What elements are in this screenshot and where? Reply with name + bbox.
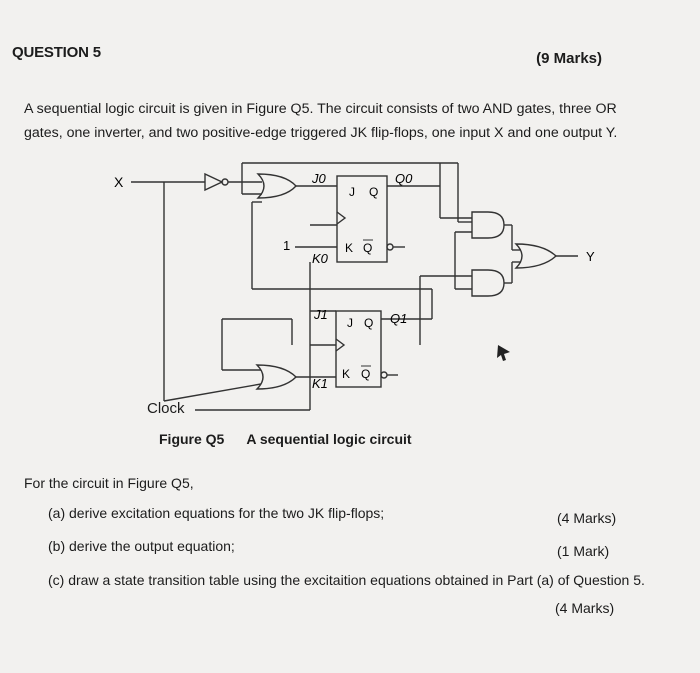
figure-number: Figure Q5 (159, 431, 225, 447)
k1-label: K1 (312, 376, 328, 391)
const-one-label: 1 (283, 238, 290, 253)
inverter-gate (204, 172, 224, 192)
ff0-pin-k: K (345, 241, 353, 255)
task-b-text: (b) derive the output equation; (48, 538, 235, 554)
task-c-marks: (4 Marks) (555, 600, 615, 616)
ff1-pin-k: K (342, 367, 350, 381)
jk-flipflop-0 (336, 175, 388, 263)
or-gate-k1 (255, 364, 297, 390)
task-a-marks: (4 Marks) (557, 510, 617, 526)
q0-label: Q0 (395, 171, 413, 186)
task-b-marks: (1 Mark) (557, 543, 610, 559)
tasks-lead: For the circuit in Figure Q5, (24, 475, 194, 491)
ff0-pin-q: Q (369, 185, 378, 199)
and-gate-top (471, 211, 505, 239)
total-marks: (9 Marks) (536, 50, 602, 67)
figure-caption: Figure Q5 A sequential logic circuit (159, 431, 412, 447)
ff0-pin-j: J (349, 185, 355, 199)
mouse-cursor-icon (497, 345, 510, 361)
ff1-pin-q: Q (364, 316, 373, 330)
task-c-text: (c) draw a state transition table using … (48, 572, 645, 588)
output-y-label: Y (586, 249, 595, 264)
ff0-pin-qbar: Q (363, 241, 372, 255)
intro-line-2: gates, one inverter, and two positive-ed… (24, 125, 618, 141)
question-intro: A sequential logic circuit is given in F… (24, 97, 684, 145)
ff1-pin-j: J (347, 316, 353, 330)
input-x-label: X (114, 174, 124, 190)
or-gate-j0 (256, 173, 297, 199)
k0-label: K0 (312, 251, 329, 266)
or-gate-output (514, 243, 558, 269)
question-title: QUESTION 5 (12, 44, 101, 61)
q1-label: Q1 (390, 311, 407, 326)
ff1-pin-qbar: Q (361, 367, 370, 381)
intro-line-1: A sequential logic circuit is given in F… (24, 101, 617, 117)
jk-flipflop-1 (335, 310, 382, 388)
clock-label: Clock (147, 400, 185, 417)
task-a-text: (a) derive excitation equations for the … (48, 505, 385, 521)
and-gate-bottom (471, 269, 505, 297)
j1-label: J1 (313, 307, 328, 322)
j0-label: J0 (311, 171, 327, 186)
figure-caption-text: A sequential logic circuit (246, 431, 412, 447)
